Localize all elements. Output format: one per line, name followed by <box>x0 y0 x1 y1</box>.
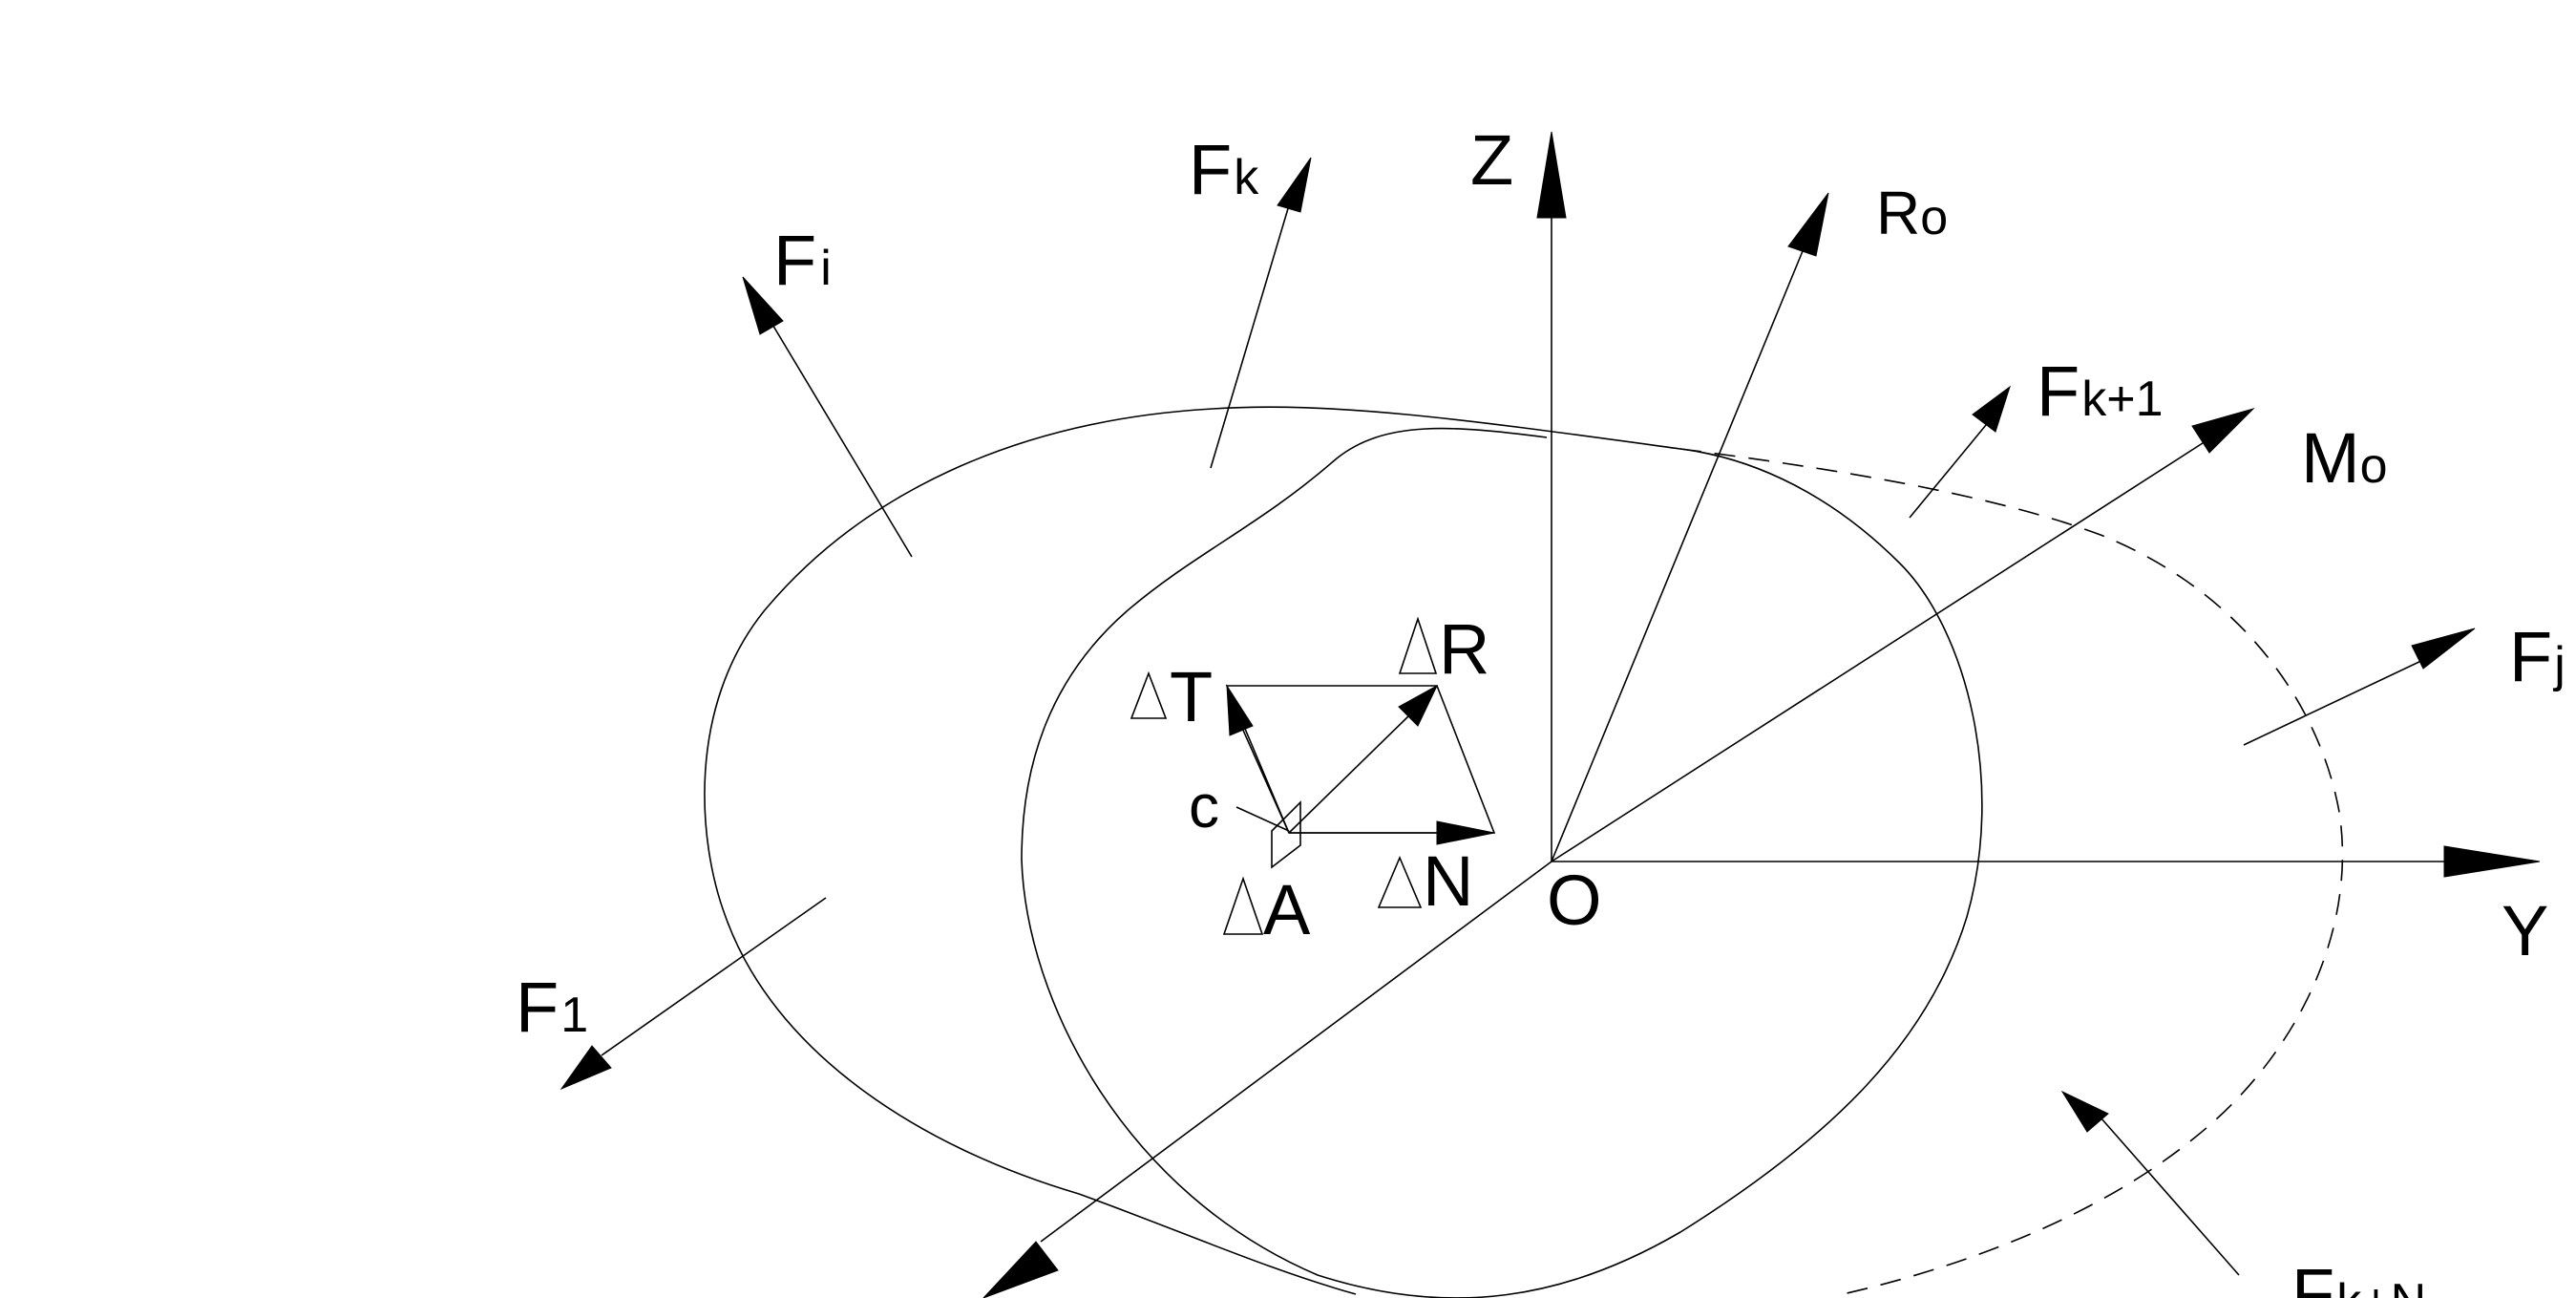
fi-label: Fi <box>773 221 832 300</box>
delta-n-symbol <box>1377 855 1423 908</box>
delta-t-vector-line <box>1240 725 1290 834</box>
small-face-element <box>1271 800 1301 869</box>
z-axis-label: Z <box>1470 120 1513 200</box>
delta-n-vector-arrowhead <box>1436 820 1495 845</box>
mo-label: Mo <box>2301 418 2388 498</box>
inner-body-contour <box>1021 427 1983 1298</box>
fkn-label: Fk+N <box>2291 1254 2426 1298</box>
fk-force-arrowhead <box>1277 157 1312 213</box>
fk1-force-line <box>1909 424 1987 519</box>
fj-label: Fj <box>2509 617 2565 696</box>
delta-n-label: N <box>1423 841 1473 921</box>
fk1-label: Fk+1 <box>2037 351 2164 431</box>
delta-r-vector-line <box>1288 715 1409 834</box>
delta-a-symbol <box>1222 876 1264 935</box>
delta-t-symbol <box>1130 670 1168 719</box>
dashed-extension-contour <box>1679 448 2344 1295</box>
pointer-c-line <box>1235 806 1290 832</box>
fi-force-arrowhead <box>742 276 784 335</box>
fk-label: Fk <box>1189 130 1259 209</box>
f1-force-arrowhead <box>560 1045 612 1091</box>
delta-a-label: A <box>1263 870 1311 949</box>
ro-label: Ro <box>1876 179 1948 247</box>
delta-r-vector-arrowhead <box>1398 684 1439 727</box>
element-parallelogram <box>1225 685 1496 834</box>
fi-force-line <box>771 322 913 558</box>
point-c-label: c <box>1189 772 1219 841</box>
f1-force-line <box>601 897 827 1056</box>
f1-label: F1 <box>516 968 588 1047</box>
fk1-force-arrowhead <box>1972 385 2011 433</box>
fkn-force-line <box>2100 1117 2240 1276</box>
x-axis-arrowhead <box>982 1241 1059 1298</box>
ro-vector-arrowhead <box>1787 192 1829 257</box>
fk-force-line <box>1210 204 1290 469</box>
outer-body-contour <box>704 406 1681 1295</box>
delta-t-label: T <box>1170 657 1213 736</box>
ro-vector-line <box>1551 245 1805 862</box>
mo-vector-line <box>1551 440 2206 862</box>
mo-vector-arrowhead <box>2191 408 2255 454</box>
delta-r-symbol <box>1398 616 1438 674</box>
y-axis-label: Y <box>2502 891 2548 970</box>
delta-r-label: R <box>1439 609 1489 689</box>
x-axis-line <box>1040 861 1552 1243</box>
origin-label: O <box>1547 861 1602 940</box>
fj-force-arrowhead <box>2411 628 2476 670</box>
fkn-force-arrowhead <box>2060 1090 2109 1133</box>
delta-t-vector-arrowhead <box>1226 684 1254 736</box>
fj-force-line <box>2243 658 2426 746</box>
z-axis-arrowhead <box>1536 131 1567 219</box>
y-axis-arrowhead <box>2443 845 2541 878</box>
